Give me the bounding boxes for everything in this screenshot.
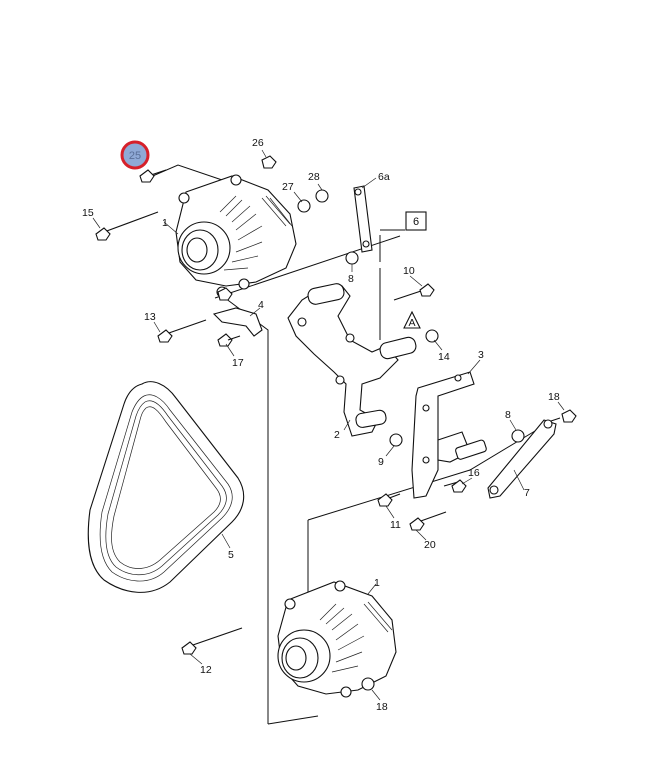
strap-6a[interactable] — [353, 185, 373, 253]
callout-8-upper[interactable]: 8 — [348, 273, 354, 285]
callout-25-label: 25 — [129, 150, 141, 162]
reference-box-6-label: 6 — [413, 216, 419, 228]
callout-6a[interactable]: 6a — [378, 171, 390, 183]
callout-1-upper[interactable]: 1 — [162, 217, 168, 229]
callout-14[interactable]: 14 — [438, 351, 450, 363]
nuts-washers[interactable] — [217, 155, 577, 691]
callout-16[interactable]: 16 — [468, 467, 480, 479]
highlighted-callout-25[interactable]: 25 — [120, 140, 150, 170]
callout-1-lower[interactable]: 1 — [374, 577, 380, 589]
callout-3[interactable]: 3 — [478, 349, 484, 361]
callout-8-right[interactable]: 8 — [505, 409, 511, 421]
callout-26[interactable]: 26 — [252, 137, 264, 149]
callout-18-right[interactable]: 18 — [548, 391, 560, 403]
callout-9[interactable]: 9 — [378, 456, 384, 468]
callout-5[interactable]: 5 — [228, 549, 234, 561]
callout-15[interactable]: 15 — [82, 207, 94, 219]
reference-box-6[interactable]: 6 — [405, 211, 427, 231]
drive-belt[interactable] — [87, 381, 245, 593]
callout-11[interactable]: 11 — [390, 519, 401, 531]
reference-triangle-a-label: A — [408, 317, 415, 329]
reference-triangle-a[interactable]: A — [403, 310, 421, 329]
callout-27[interactable]: 27 — [282, 181, 294, 193]
callout-13[interactable]: 13 — [144, 311, 156, 323]
callout-10[interactable]: 10 — [403, 265, 415, 277]
adjusting-arm[interactable] — [487, 419, 557, 499]
callout-4[interactable]: 4 — [258, 299, 264, 311]
bolts[interactable] — [95, 169, 467, 655]
callout-2[interactable]: 2 — [334, 429, 340, 441]
callout-28[interactable]: 28 — [308, 171, 320, 183]
leader-lines — [92, 149, 565, 701]
callout-17[interactable]: 17 — [232, 357, 244, 369]
tension-bracket[interactable] — [411, 371, 487, 499]
mounting-bracket[interactable] — [287, 282, 417, 437]
callout-labels: 1 1 2 3 4 5 6a 7 8 8 9 10 11 12 13 14 15… — [82, 137, 560, 713]
callout-18-lower[interactable]: 18 — [376, 701, 388, 713]
clamp-bracket[interactable] — [212, 307, 263, 337]
callout-7[interactable]: 7 — [524, 487, 530, 499]
callout-12[interactable]: 12 — [200, 664, 212, 676]
alternator-lower[interactable] — [277, 580, 397, 698]
alternator-upper[interactable] — [175, 174, 297, 298]
callout-20[interactable]: 20 — [424, 539, 436, 551]
